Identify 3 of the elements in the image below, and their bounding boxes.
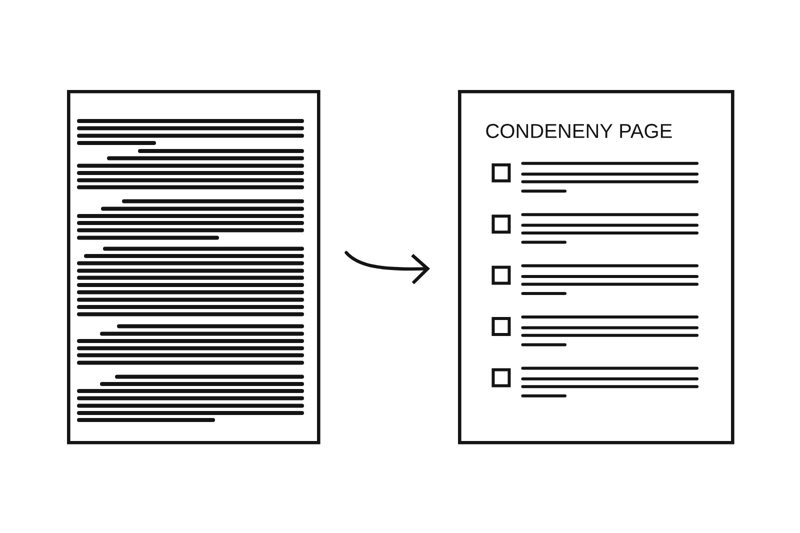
page-title: CONDENENY PAGE — [486, 124, 672, 138]
document-page — [67, 90, 320, 444]
curved-arrow — [344, 251, 430, 284]
